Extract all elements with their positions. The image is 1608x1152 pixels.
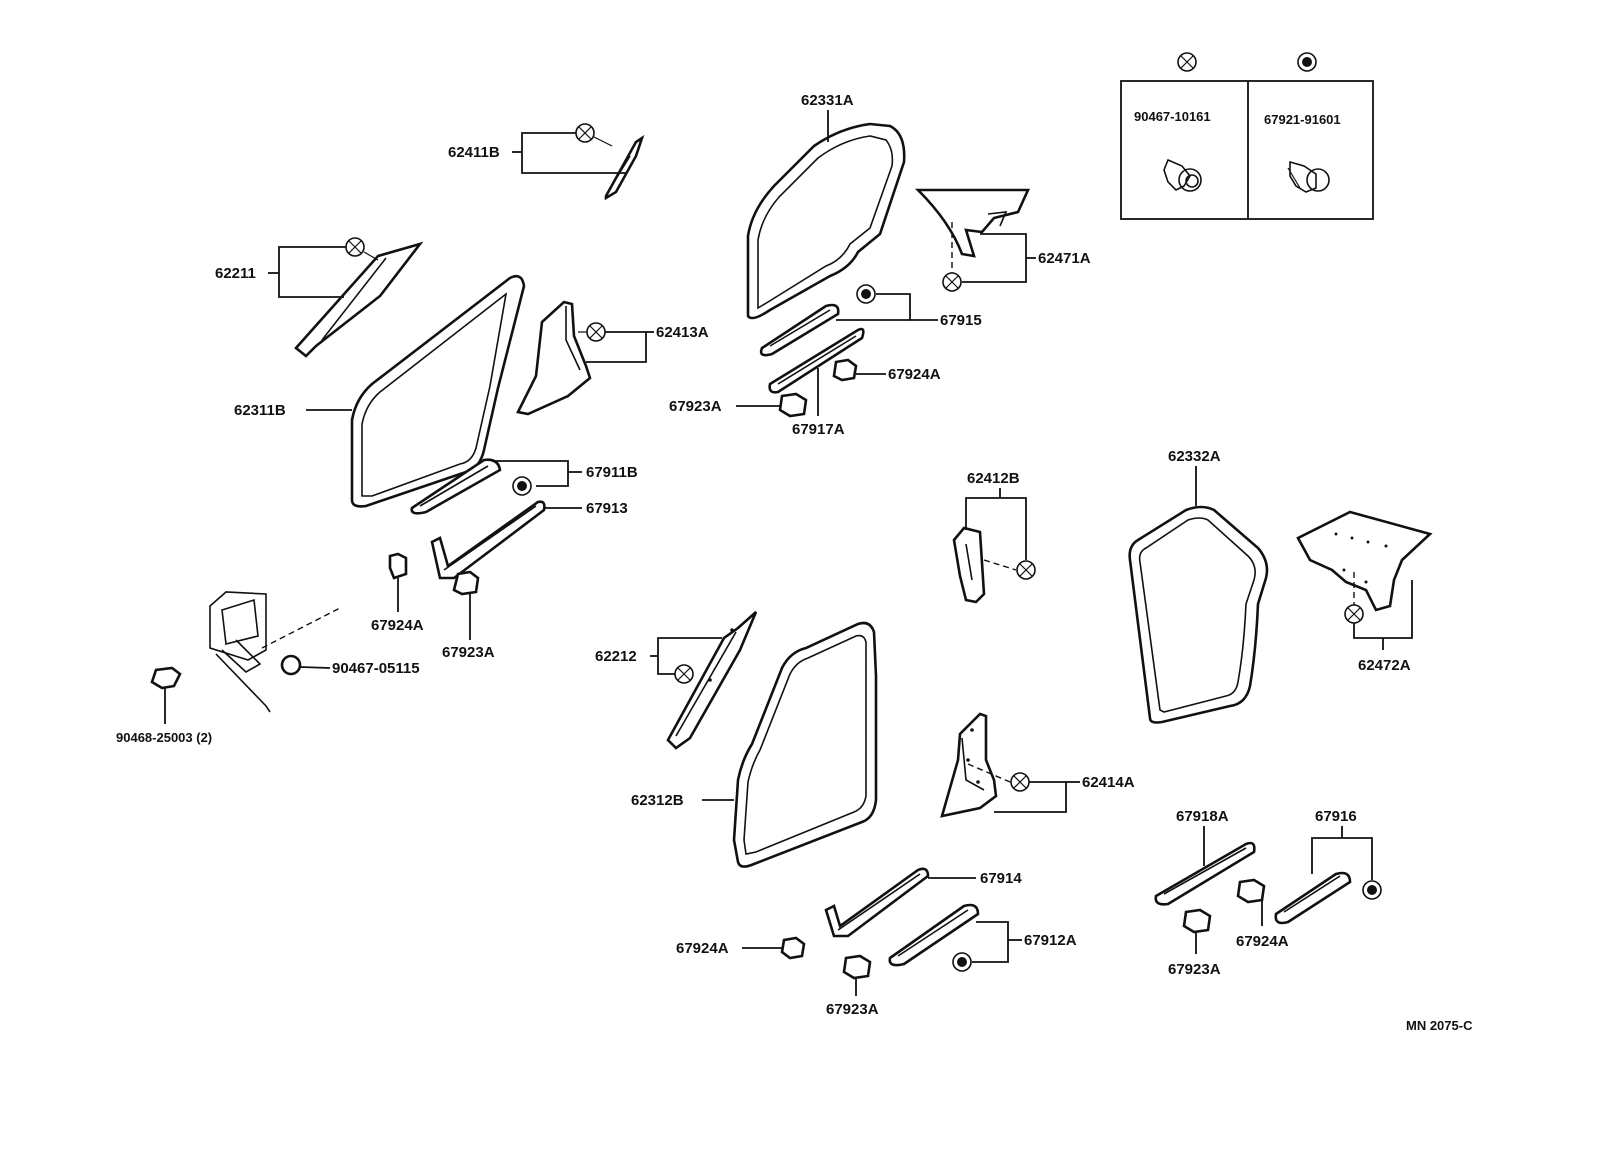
x-circle-icon bbox=[575, 123, 595, 143]
label-62471A: 62471A bbox=[1038, 250, 1091, 267]
label-62312B: 62312B bbox=[631, 792, 684, 809]
label-62414A: 62414A bbox=[1082, 774, 1135, 791]
label-62472A: 62472A bbox=[1358, 657, 1411, 674]
label-67912A: 67912A bbox=[1024, 932, 1077, 949]
part-67923A-right: 67923A bbox=[1168, 908, 1221, 978]
clip-67921-91601-icon bbox=[1287, 160, 1330, 193]
part-62472A: 62472A bbox=[1296, 510, 1433, 674]
part-67924A-center: 67924A bbox=[832, 358, 941, 383]
part-67924A-left: 67924A bbox=[371, 552, 424, 634]
part-62212: 62212 bbox=[595, 611, 758, 750]
part-67924A-right: 67924A bbox=[1236, 878, 1289, 950]
part-67923A-bottom: 67923A bbox=[826, 954, 879, 1018]
part-67918A: 67918A bbox=[1154, 808, 1256, 906]
label-67916: 67916 bbox=[1315, 808, 1357, 825]
label-62332A: 62332A bbox=[1168, 448, 1221, 465]
label-67914: 67914 bbox=[980, 870, 1022, 887]
diagram-code: MN 2075-C bbox=[1406, 1018, 1473, 1033]
legend-x-circle-icon bbox=[1177, 52, 1197, 72]
part-62331A: 62331A bbox=[746, 92, 906, 320]
part-62311B: 62311B bbox=[234, 274, 526, 508]
label-62331A: 62331A bbox=[801, 92, 854, 109]
x-circle-icon bbox=[942, 272, 962, 292]
label-67913: 67913 bbox=[586, 500, 628, 517]
part-67913: 67913 bbox=[430, 500, 628, 580]
part-67914: 67914 bbox=[824, 867, 1022, 938]
label-67923A-center: 67923A bbox=[669, 398, 722, 415]
x-circle-icon bbox=[586, 322, 606, 342]
label-67923A-bottom: 67923A bbox=[826, 1001, 879, 1018]
part-67916: 67916 bbox=[1274, 808, 1382, 925]
legend-part-2: 67921-91601 bbox=[1264, 112, 1341, 127]
label-67911B: 67911B bbox=[586, 464, 638, 481]
part-62413A: 62413A bbox=[516, 300, 709, 416]
legend-box: 90467-10161 67921-91601 bbox=[1120, 52, 1374, 220]
part-62411B: 62411B bbox=[448, 123, 645, 201]
part-62312B: 62312B bbox=[631, 621, 878, 868]
label-67918A: 67918A bbox=[1176, 808, 1229, 825]
part-67911B: 67911B bbox=[410, 458, 638, 515]
part-62332A: 62332A bbox=[1128, 448, 1269, 724]
legend-part-1: 90467-10161 bbox=[1134, 109, 1211, 124]
label-67924A-bottom: 67924A bbox=[676, 940, 729, 957]
clip-90467-10161-icon bbox=[1163, 158, 1202, 192]
label-90468-25003: 90468-25003 (2) bbox=[116, 730, 212, 745]
part-62211: 62211 bbox=[215, 237, 424, 358]
part-67915: 67915 bbox=[759, 284, 982, 357]
label-62212: 62212 bbox=[595, 648, 637, 665]
dot-circle-icon bbox=[512, 476, 532, 496]
label-67924A-right: 67924A bbox=[1236, 933, 1289, 950]
dot-circle-icon bbox=[856, 284, 876, 304]
dot-circle-icon bbox=[1362, 880, 1382, 900]
part-67917A: 67917A bbox=[768, 327, 865, 438]
label-67917A: 67917A bbox=[792, 421, 845, 438]
part-62412B: 62412B bbox=[952, 470, 1036, 604]
label-67915: 67915 bbox=[940, 312, 982, 329]
part-bracket-assembly: 90467-05115 bbox=[209, 591, 420, 713]
part-67912A: 67912A bbox=[888, 903, 1077, 972]
label-62412B: 62412B bbox=[967, 470, 1020, 487]
label-67923A-left: 67923A bbox=[442, 644, 495, 661]
x-circle-icon bbox=[674, 664, 694, 684]
label-90467-05115: 90467-05115 bbox=[332, 660, 420, 677]
label-67924A-left: 67924A bbox=[371, 617, 424, 634]
label-62311B: 62311B bbox=[234, 402, 286, 419]
part-62414A: 62414A bbox=[940, 712, 1135, 818]
label-62411B: 62411B bbox=[448, 144, 500, 161]
label-67924A-center: 67924A bbox=[888, 366, 941, 383]
x-circle-icon bbox=[1344, 604, 1364, 624]
label-62211: 62211 bbox=[215, 265, 256, 282]
legend-dot-circle-icon bbox=[1297, 52, 1317, 72]
part-90468-25003: 90468-25003 (2) bbox=[116, 666, 212, 745]
part-67924A-bottom: 67924A bbox=[676, 936, 806, 960]
x-circle-icon bbox=[345, 237, 365, 257]
x-circle-icon bbox=[1010, 772, 1030, 792]
label-67923A-right: 67923A bbox=[1168, 961, 1221, 978]
part-67923A-center: 67923A bbox=[669, 392, 808, 418]
x-circle-icon bbox=[1016, 560, 1036, 580]
part-62471A: 62471A bbox=[914, 188, 1091, 292]
part-67923A-left: 67923A bbox=[442, 570, 495, 661]
label-62413A: 62413A bbox=[656, 324, 709, 341]
dot-circle-icon bbox=[952, 952, 972, 972]
